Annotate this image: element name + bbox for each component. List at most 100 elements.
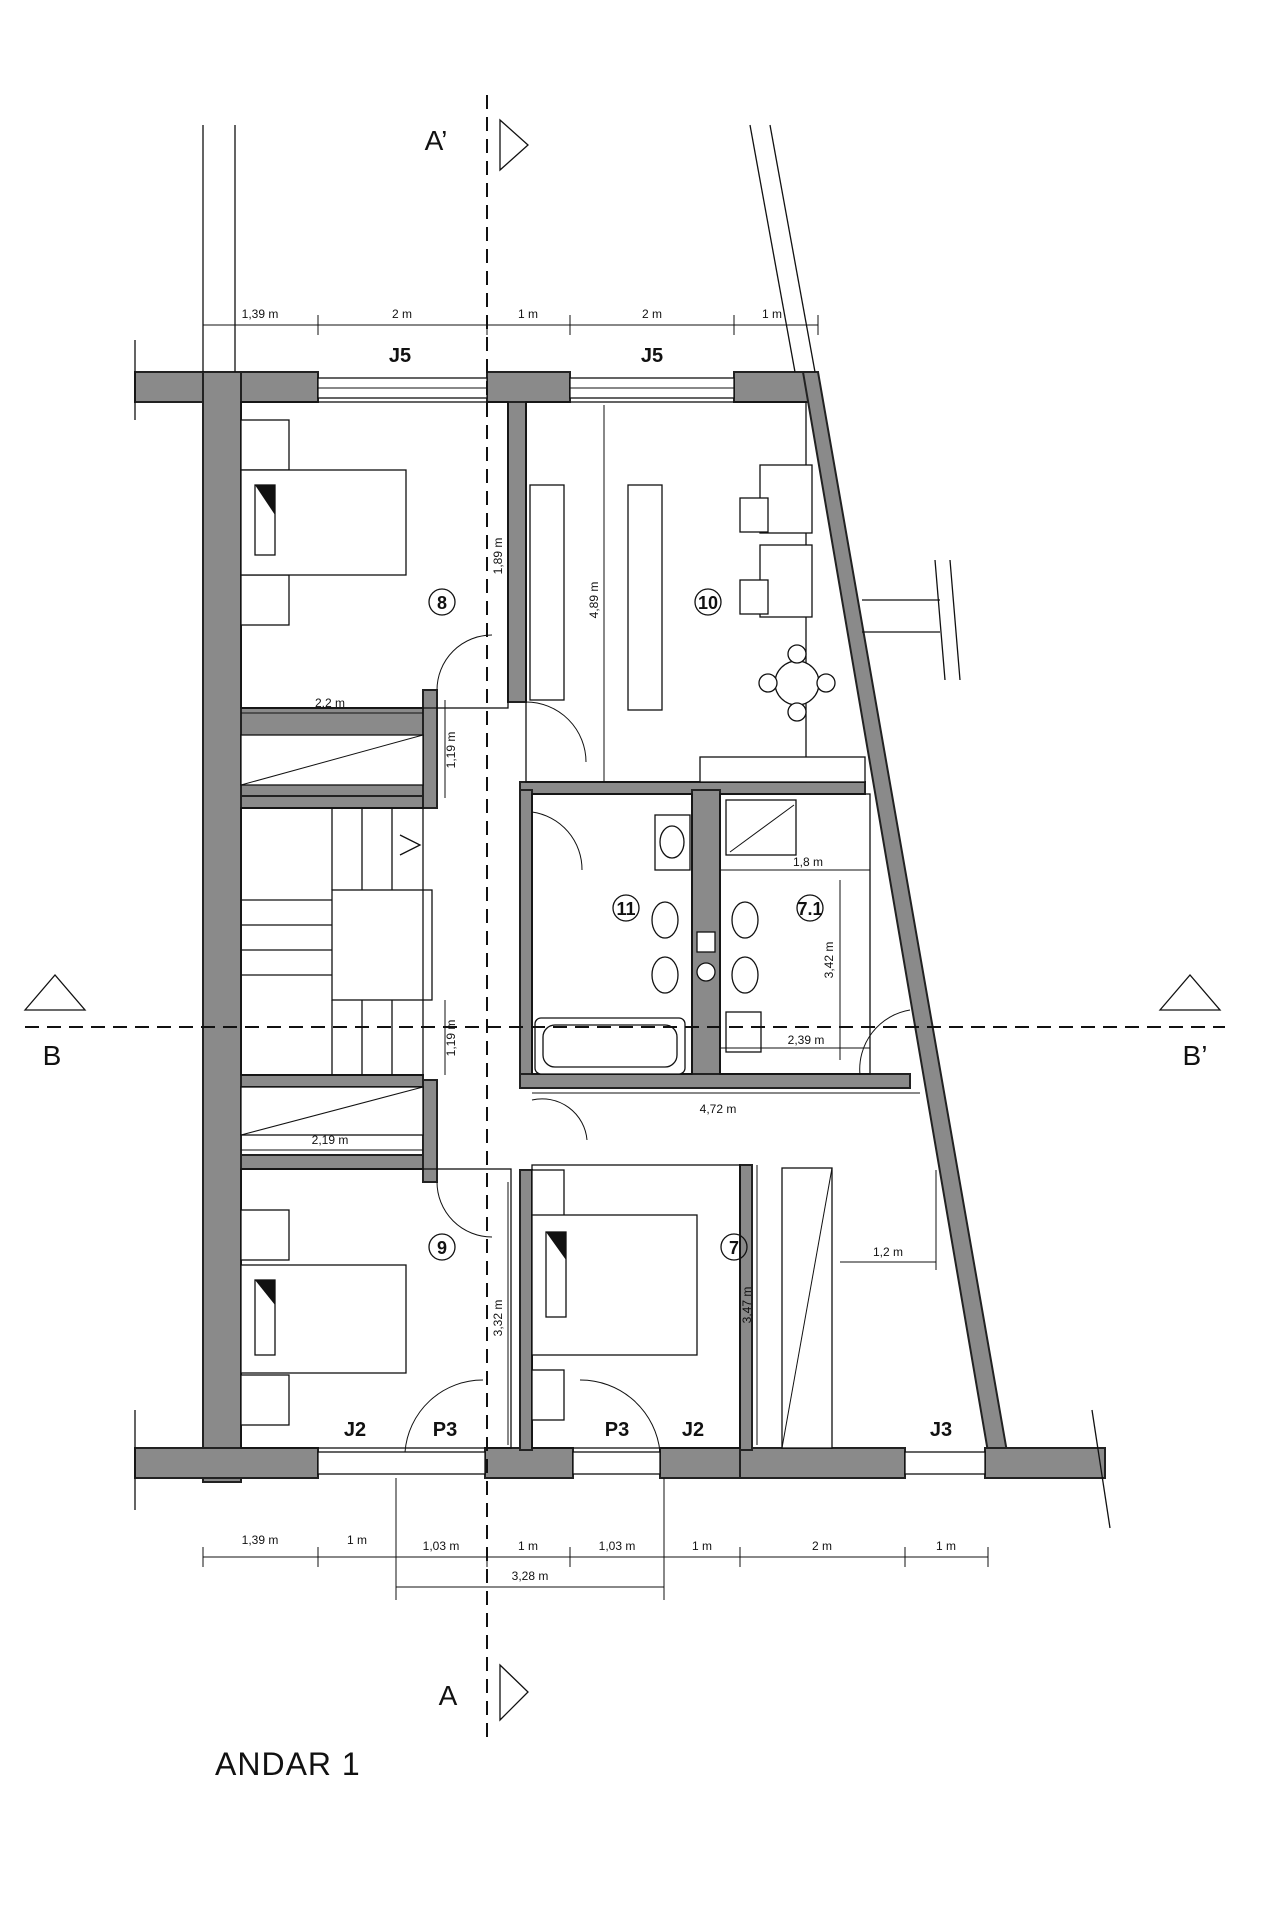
pillow-mark [255,1280,275,1305]
windows [317,377,986,1475]
sink-71 [725,1011,762,1053]
room-number-9: 9 [437,1238,447,1258]
bidet [651,956,679,994]
pillow-mark [255,485,275,515]
chair [787,702,807,722]
dim-2-19: 2,19 m [312,1133,349,1147]
room-badge-11 [612,894,640,922]
section-label-b-left: B [43,1040,62,1071]
door-room-71 [859,1009,911,1076]
room-badge-10 [694,588,722,616]
round-table [774,660,820,706]
floor-title: ANDAR 1 [215,1746,361,1782]
room-badge-7 [720,1233,748,1261]
dim-top-2: 2 m [392,307,412,321]
drain [696,962,716,982]
window-label-j5-right: J5 [641,345,663,367]
top-wall-mid [486,371,571,403]
room-number-10: 10 [698,593,718,613]
window-label-j3: J3 [930,1419,952,1441]
dim-bottom-6: 1 m [692,1539,712,1553]
section-label-b-right: B’ [1183,1040,1208,1071]
dim-bottom-2: 1 m [347,1533,367,1547]
dim-2-39: 2,39 m [788,1033,825,1047]
section-marker-b-right [1158,974,1222,1011]
office-chair [739,579,769,615]
dim-3-47: 3,47 m [740,1287,754,1324]
section-label-a-bottom: A [439,1680,458,1711]
workstation [759,544,813,618]
window-j2-left [317,1451,486,1475]
window-j2-right [572,1451,661,1475]
dimension-lines [202,315,989,1600]
nightstand [531,1169,565,1221]
dim-top-4: 2 m [642,307,662,321]
wall-stair-bot [240,1074,424,1088]
boiler [696,931,716,953]
wall-9-top [240,1154,424,1170]
dim-1-89: 1,89 m [491,538,505,575]
window-label-j5-left: J5 [389,345,411,367]
dim-4-89: 4,89 m [587,582,601,619]
counter-room-10 [699,756,866,783]
window-label-j2-left: J2 [344,1419,366,1441]
dim-4-72: 4,72 m [700,1102,737,1116]
dim-2-2: 2,2 m [315,696,345,710]
section-marker-a-bottom [499,1663,529,1722]
staircase [240,807,433,1076]
dim-1-8: 1,8 m [793,855,823,869]
room-number-7: 7 [729,1238,739,1258]
bidet-71 [731,901,759,939]
stair-landing [331,889,433,1001]
wall-11-left [519,789,533,1083]
dim-top-1: 1,39 m [242,307,279,321]
room-number-7-1: 7.1 [797,899,822,919]
toilet [651,901,679,939]
window-j3 [904,1451,986,1475]
shelf-room-10 [529,484,565,701]
chair [787,644,807,664]
wall-mid-v [507,401,527,703]
dim-bottom-4: 1 m [518,1539,538,1553]
room-badge-9 [428,1233,456,1261]
bottom-wall-mid2 [659,1447,741,1479]
dim-bottom-7: 2 m [812,1539,832,1553]
office-chair [739,497,769,533]
dim-3-42: 3,42 m [822,942,836,979]
wall-11-bottom [519,1073,911,1089]
door-room-8 [436,634,493,691]
doors [404,634,911,1453]
bottom-wall-mid [484,1447,574,1479]
labels: A’ A B B’ J5 J5 J2 J2 J3 P3 P3 8 10 11 7… [43,125,1208,1782]
chair [758,673,778,693]
door-label-p3-right: P3 [605,1419,629,1441]
door-p3-right [579,1379,661,1453]
left-wall [202,371,242,1483]
nightstand [240,1374,290,1426]
wall-corridor-l2 [422,1079,438,1183]
bottom-wall-left [134,1447,319,1479]
dim-1-19-bottom: 1,19 m [444,1020,458,1057]
sink-basin [659,825,685,859]
dim-bottom-3: 1,03 m [423,1539,460,1553]
dim-bottom-1: 1,39 m [242,1533,279,1547]
bottom-wall-right [984,1447,1106,1479]
room-badge-8 [428,588,456,616]
window-label-j2-right: J2 [682,1419,704,1441]
room-71-outline [719,793,871,1075]
wall-7-left [519,1169,533,1451]
section-marker-a-top [499,118,529,172]
desk-room-10 [627,484,663,711]
door-room-7 [531,1098,588,1141]
dim-1-2: 1,2 m [873,1245,903,1259]
dim-total: 3,28 m [512,1569,549,1583]
bathtub-inner [542,1024,678,1068]
section-marker-b-left [23,974,87,1011]
exterior-lines [134,124,1111,1529]
door-p3-left [404,1379,484,1453]
room-badge-7-1 [796,894,824,922]
dim-bottom-8: 1 m [936,1539,956,1553]
toilet-71 [731,956,759,994]
chair [816,673,836,693]
